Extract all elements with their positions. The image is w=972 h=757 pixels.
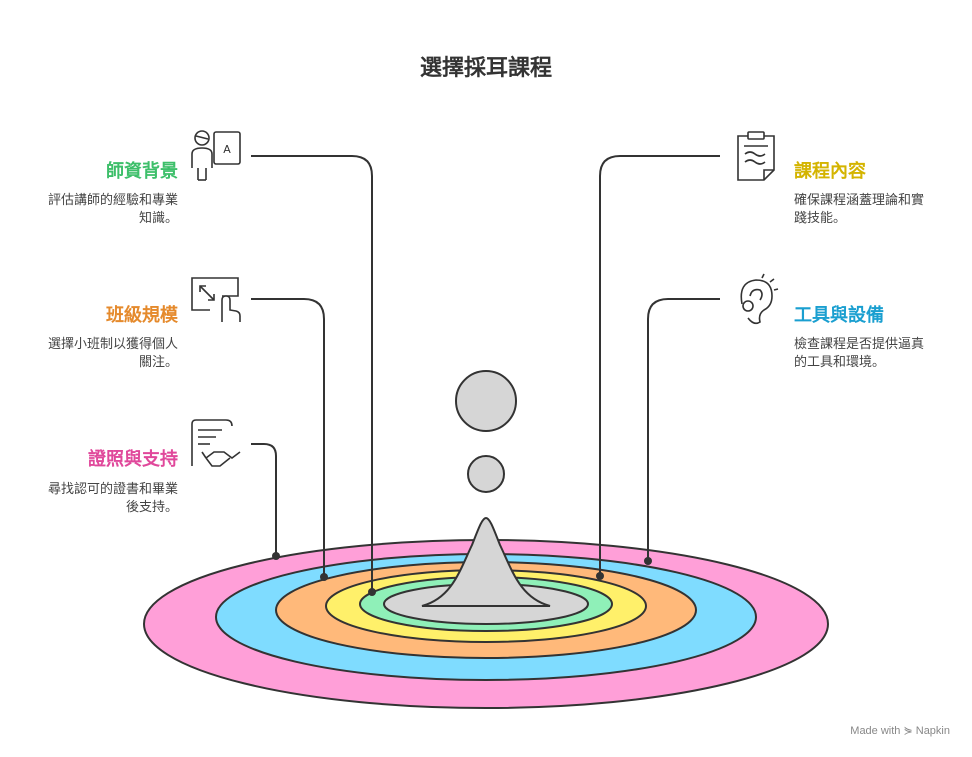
connector-dot-curriculum xyxy=(596,572,604,580)
droplet-large xyxy=(455,370,517,432)
teacher-icon: A xyxy=(191,130,241,181)
label-certificate-support: 證照與支持 xyxy=(88,449,178,470)
label-curriculum: 課程內容 xyxy=(794,161,866,182)
desc-cert-line2: 後支持。 xyxy=(125,500,178,515)
clipboard-icon xyxy=(737,131,775,181)
desc-teacher-background: 評估講師的經驗和專業 知識。 xyxy=(48,192,178,228)
desc-teacher-line1: 評估講師的經驗和專業 xyxy=(47,193,178,208)
connector-teacher xyxy=(251,155,373,592)
desc-curriculum-line2: 踐技能。 xyxy=(794,211,847,226)
connector-dot-class-size xyxy=(320,573,328,581)
label-class-size: 班級規模 xyxy=(106,305,178,326)
desc-class-line1: 選擇小班制以獲得個人 xyxy=(47,337,178,352)
desc-curriculum: 確保課程涵蓋理論和實 踐技能。 xyxy=(794,192,924,228)
ear-icon xyxy=(740,273,779,325)
desc-tools-line1: 檢查課程是否提供逼真 xyxy=(794,337,925,352)
desc-tools-equipment: 檢查課程是否提供逼真 的工具和環境。 xyxy=(794,336,924,372)
desc-teacher-line2: 知識。 xyxy=(138,211,178,226)
desc-cert-line1: 尋找認可的證書和畢業 xyxy=(47,482,178,497)
connector-class-size xyxy=(251,298,325,577)
droplet-small xyxy=(467,455,505,493)
page-title: 選擇採耳課程 xyxy=(419,56,552,81)
desc-certificate-support: 尋找認可的證書和畢業 後支持。 xyxy=(48,481,178,517)
certificate-handshake-icon xyxy=(191,419,241,467)
connector-dot-tools xyxy=(644,557,652,565)
connector-tools xyxy=(647,298,720,561)
desc-class-size: 選擇小班制以獲得個人 關注。 xyxy=(48,336,178,372)
connector-certificate xyxy=(251,443,277,556)
desc-class-line2: 關注。 xyxy=(138,355,178,370)
svg-text:A: A xyxy=(223,143,231,156)
connector-dot-teacher xyxy=(368,588,376,596)
label-teacher-background: 師資背景 xyxy=(106,161,178,182)
resize-touch-icon xyxy=(191,277,241,322)
connector-dot-certificate xyxy=(272,552,280,560)
desc-curriculum-line1: 確保課程涵蓋理論和實 xyxy=(794,193,925,208)
connector-curriculum xyxy=(599,155,720,576)
label-tools-equipment: 工具與設備 xyxy=(794,305,884,326)
napkin-branding[interactable]: Made with ⋟ Napkin xyxy=(850,725,950,737)
desc-tools-line2: 的工具和環境。 xyxy=(794,355,886,370)
water-splash xyxy=(421,516,551,607)
